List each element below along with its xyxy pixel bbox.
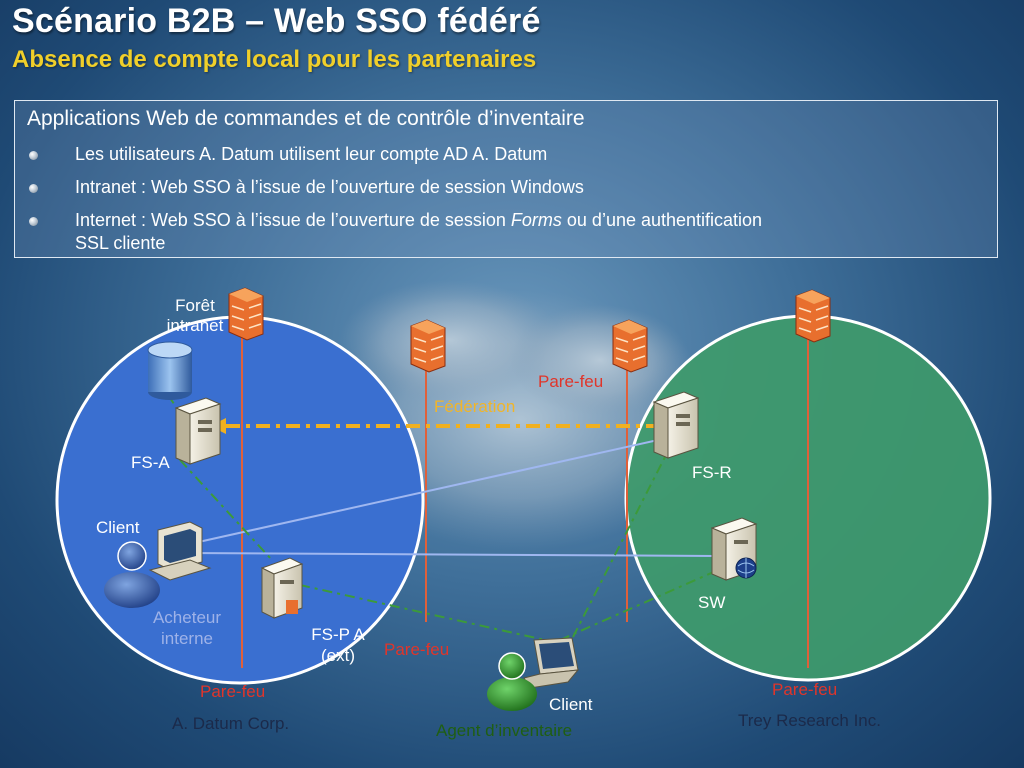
- fspa-label: FS-P A (ext): [300, 624, 376, 666]
- bullet-2: Intranet : Web SSO à l’issue de l’ouvert…: [75, 177, 584, 197]
- org-left-label: A. Datum Corp.: [172, 714, 290, 733]
- bullet-dot-icon: [29, 151, 38, 160]
- firewall-mid-label: Pare-feu: [384, 640, 450, 659]
- slide-subtitle: Absence de compte local pour les partena…: [12, 46, 537, 73]
- firewall-icon: [410, 319, 446, 373]
- fsa-label: FS-A: [131, 453, 170, 472]
- firewall-left-label: Pare-feu: [200, 682, 266, 701]
- connection-line: [184, 439, 659, 546]
- firewall-top-label: Pare-feu: [538, 372, 604, 391]
- federation-label: Fédération: [434, 397, 516, 416]
- user-icon: [104, 541, 160, 608]
- server-icon: [652, 391, 700, 459]
- fspa-label-line2: (ext): [321, 646, 355, 665]
- box-heading: Applications Web de commandes et de cont…: [27, 107, 585, 130]
- client-left-label: Client: [96, 518, 140, 537]
- workstation-icon: [148, 521, 212, 581]
- org-right-label: Trey Research Inc.: [738, 711, 881, 730]
- internal-buyer-label: Acheteur interne: [138, 607, 236, 649]
- database-icon: [147, 341, 193, 400]
- bullet-dot-icon: [29, 184, 38, 193]
- fsr-label: FS-R: [692, 463, 732, 482]
- sw-label: SW: [698, 593, 726, 612]
- bullet-3-text-a: Internet : Web SSO à l’issue de l’ouvert…: [75, 210, 511, 230]
- buyer-label-line1: Acheteur: [152, 608, 222, 627]
- web-server-icon: [710, 517, 758, 581]
- inventory-agent-label: Agent d’inventaire: [436, 721, 573, 740]
- bullet-1: Les utilisateurs A. Datum utilisent leur…: [75, 144, 548, 164]
- forest-label-line1: Forêt: [175, 296, 215, 315]
- server-icon: [174, 397, 222, 465]
- buyer-label-line2: interne: [161, 629, 213, 648]
- description-box: Applications Web de commandes et de cont…: [14, 100, 998, 258]
- server-icon: [260, 557, 304, 619]
- bullet-dot-icon: [29, 217, 38, 226]
- firewall-icon: [795, 289, 831, 343]
- bullet-3-emphasis: Forms: [510, 210, 562, 230]
- client-bottom-label: Client: [549, 695, 593, 714]
- fspa-label-line1: FS-P A: [311, 625, 365, 644]
- forest-label-line2: intranet: [166, 316, 224, 335]
- bullet-3-text-b: ou d’une authentification: [561, 210, 763, 230]
- firewall-icon: [228, 287, 264, 341]
- user-icon: [487, 652, 537, 711]
- internet-cloud-puff: [340, 280, 560, 400]
- firewall-icon: [612, 319, 648, 373]
- bullet-3-text-c: SSL cliente: [75, 233, 166, 253]
- bullet-3: Internet : Web SSO à l’issue de l’ouvert…: [75, 209, 975, 255]
- slide-title: Scénario B2B – Web SSO fédéré: [12, 2, 541, 40]
- firewall-right-label: Pare-feu: [772, 680, 838, 699]
- laptop-icon: [523, 637, 580, 689]
- connection-line: [184, 552, 717, 557]
